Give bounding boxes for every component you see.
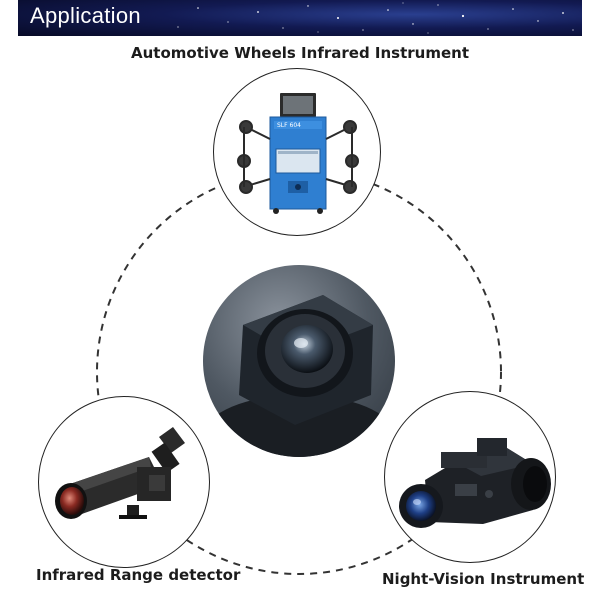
label-infrared-range-detector: Infrared Range detector [36,566,241,584]
wheel-alignment-machine-illustration: SLF 604 [237,93,359,214]
infrared-range-detector-circle [38,396,210,568]
header-banner: Application [18,0,582,36]
night-vision-circle [384,391,556,563]
label-automotive-wheels: Automotive Wheels Infrared Instrument [131,44,469,62]
starfield-background [177,2,574,34]
banner-title: Application [30,3,141,28]
spotting-scope-illustration [55,427,185,519]
thermal-camera-core-circle [203,265,395,457]
label-night-vision: Night-Vision Instrument [382,570,585,588]
automotive-wheels-circle: SLF 604 [213,68,381,236]
night-vision-monocular-illustration [399,438,551,528]
machine-panel-text: SLF 604 [277,122,301,129]
thermal-camera-module-illustration [204,295,394,457]
